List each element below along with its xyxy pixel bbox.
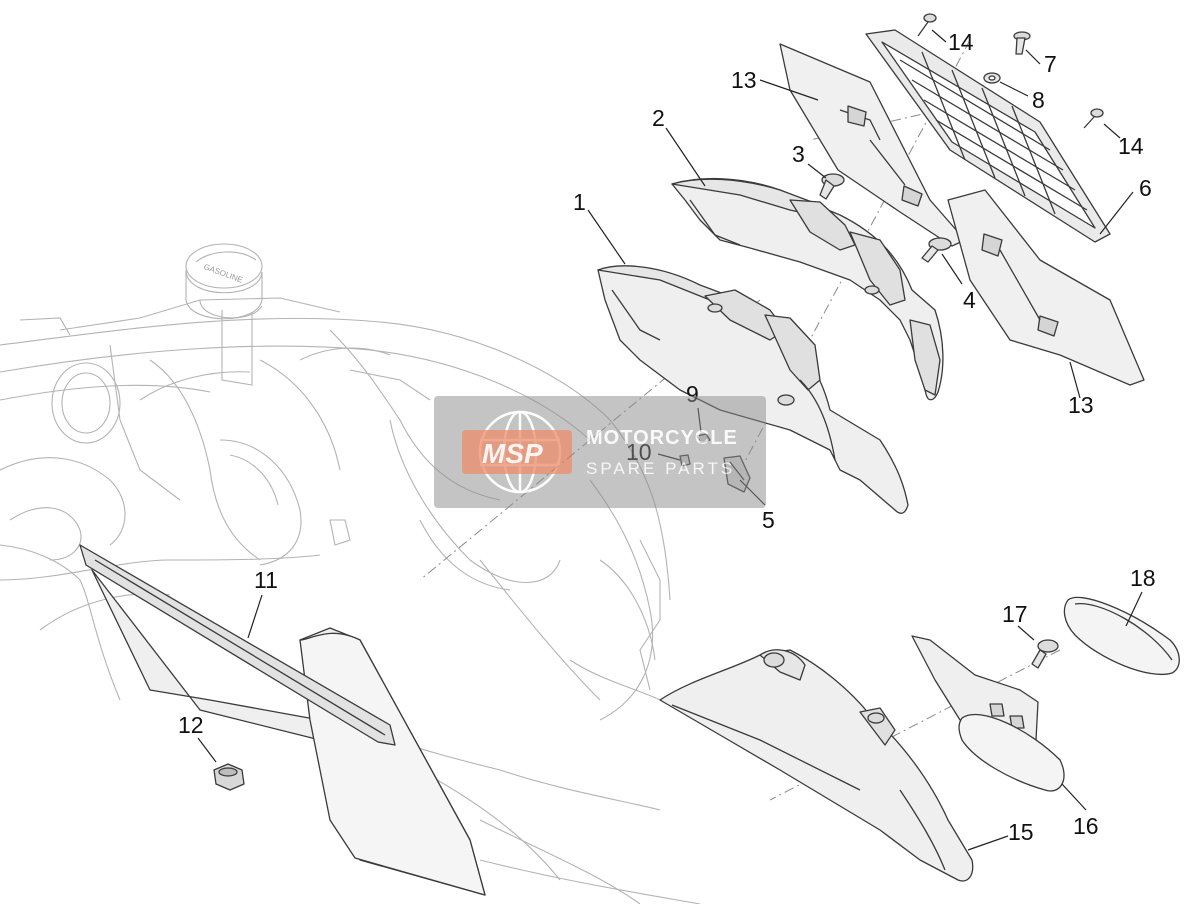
watermark-line-1: MOTORCYCLE bbox=[586, 427, 738, 449]
watermark-logo-badge bbox=[462, 430, 572, 474]
plate-grid-lines bbox=[899, 51, 1088, 215]
callout-4: 4 bbox=[963, 287, 976, 313]
part-4-screw bbox=[921, 237, 952, 263]
part-16-light-bracket bbox=[911, 635, 1065, 792]
part-17-screw bbox=[1031, 639, 1059, 669]
callout-17: 17 bbox=[1002, 601, 1028, 627]
watermark-logo: MSP bbox=[482, 438, 543, 469]
callout-16: 16 bbox=[1073, 813, 1099, 839]
part-1-license-plate-holder-cover bbox=[597, 265, 909, 514]
part-2-upper-cover bbox=[671, 177, 944, 401]
part-6-license-plate-frame bbox=[865, 29, 1111, 243]
part-14-screw-upper bbox=[917, 13, 937, 37]
part-3-screw bbox=[819, 173, 845, 200]
callout-15: 15 bbox=[1008, 819, 1034, 845]
callout-12: 12 bbox=[178, 712, 204, 738]
part-14-screw-lower bbox=[1083, 108, 1104, 129]
callout-14-lower: 14 bbox=[1118, 133, 1144, 159]
part-12-nut bbox=[213, 763, 245, 791]
callout-13-lower: 13 bbox=[1068, 392, 1094, 418]
part-13-gasket-lower bbox=[947, 189, 1145, 386]
callout-8: 8 bbox=[1032, 87, 1045, 113]
callout-6: 6 bbox=[1139, 175, 1152, 201]
part-8-washer bbox=[983, 72, 1001, 84]
watermark-background bbox=[434, 396, 766, 508]
fuel-cap: GASOLINE bbox=[185, 243, 263, 386]
fuel-cap-label: GASOLINE bbox=[202, 262, 244, 284]
callout-13-upper: 13 bbox=[731, 67, 757, 93]
callout-14-upper: 14 bbox=[948, 29, 974, 55]
leader-lines bbox=[197, 29, 1143, 851]
part-13-gasket-upper bbox=[779, 43, 966, 247]
part-11-cover-panel bbox=[79, 544, 486, 896]
part-7-screw bbox=[1013, 31, 1031, 55]
callout-7: 7 bbox=[1044, 51, 1057, 77]
part-18-lens bbox=[1063, 596, 1180, 675]
callout-1: 1 bbox=[573, 189, 586, 215]
callout-3: 3 bbox=[792, 141, 805, 167]
callout-5: 5 bbox=[762, 507, 775, 533]
callout-11: 11 bbox=[254, 567, 278, 593]
watermark: MSP MOTORCYCLE SPARE PARTS bbox=[434, 396, 766, 508]
callout-18: 18 bbox=[1130, 565, 1156, 591]
callout-2: 2 bbox=[652, 105, 665, 131]
watermark-line-2: SPARE PARTS bbox=[586, 459, 735, 478]
part-15-lower-bracket bbox=[659, 649, 974, 882]
scooter-body-outline: GASOLINE bbox=[0, 243, 701, 904]
